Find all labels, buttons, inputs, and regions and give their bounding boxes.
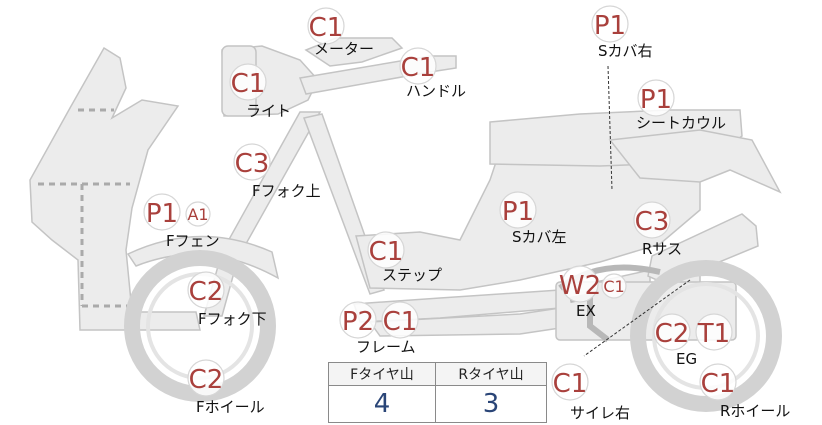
callout-handle: C1 ハンドル xyxy=(399,47,466,100)
label-rsus: Rサス xyxy=(642,240,682,258)
value-rear-tire: 3 xyxy=(435,385,547,423)
grade-rsus: C3 xyxy=(635,207,670,237)
label-ffender: Fフェン xyxy=(166,232,220,250)
grade-fwheel: C2 xyxy=(189,365,224,395)
label-ffork-lower: Fフォク下 xyxy=(198,310,267,328)
grade-meter: C1 xyxy=(309,13,344,43)
grade-frame-1: P2 xyxy=(342,307,374,337)
grade-ex-1: W2 xyxy=(559,271,601,301)
value-front-tire: 4 xyxy=(328,385,436,423)
label-fwheel: Fホイール xyxy=(196,398,265,416)
callout-rsus: C3 Rサス xyxy=(633,201,682,258)
label-rwheel: Rホイール xyxy=(720,402,790,420)
seat-cowl xyxy=(608,129,782,194)
label-seat-cowl: シートカウル xyxy=(636,114,726,132)
callout-ex: W2 C1 EX xyxy=(559,265,627,320)
grade-scover-right: P1 xyxy=(594,11,626,41)
grade-seat-cowl: P1 xyxy=(640,85,672,115)
header-front-tire: Fタイヤ山 xyxy=(328,362,436,386)
label-ffork-upper: Fフォク上 xyxy=(252,182,321,200)
callout-step: C1 ステップ xyxy=(367,231,442,284)
callout-ffork-lower: C2 Fフォク下 xyxy=(187,271,267,328)
callout-eg: C2 T1 EG xyxy=(653,313,733,368)
callout-meter: C1 メーター xyxy=(307,7,374,58)
leg-shield xyxy=(29,46,201,331)
leader-line-scover xyxy=(607,65,613,191)
callout-fwheel: C2 Fホイール xyxy=(187,359,265,416)
grade-ffender-2: A1 xyxy=(187,205,208,224)
grade-ffork-lower: C2 xyxy=(189,277,224,307)
rear-wheel xyxy=(630,260,782,412)
label-step: ステップ xyxy=(382,266,442,284)
grade-ffender-1: P1 xyxy=(146,199,178,229)
callout-scover-right: P1 Sカバ右 xyxy=(591,5,653,60)
callout-scover-left: P1 Sカバ左 xyxy=(499,191,567,246)
label-meter: メーター xyxy=(314,40,374,58)
label-handle: ハンドル xyxy=(406,82,466,100)
callout-rwheel: C1 Rホイール xyxy=(699,363,790,420)
callout-silencer-right: C1 サイレ右 xyxy=(551,363,630,422)
label-light: ライト xyxy=(246,102,291,120)
callout-light: C1 ライト xyxy=(229,63,291,120)
label-silencer-right: サイレ右 xyxy=(570,404,630,422)
grade-step: C1 xyxy=(369,237,404,267)
grade-eg-2: T1 xyxy=(697,319,730,349)
grade-eg-1: C2 xyxy=(655,319,690,349)
callout-ffork-upper: C3 Fフォク上 xyxy=(233,143,321,200)
grade-frame-2: C1 xyxy=(383,307,418,337)
leg-shield-seam xyxy=(38,108,130,308)
label-ex: EX xyxy=(576,302,596,320)
callout-frame: P2 C1 フレーム xyxy=(339,301,419,356)
grade-light: C1 xyxy=(231,69,266,99)
label-scover-right: Sカバ右 xyxy=(598,42,653,60)
header-rear-tire: Rタイヤ山 xyxy=(435,362,547,386)
callout-ffender: P1 A1 Fフェン xyxy=(143,193,220,250)
grade-handle: C1 xyxy=(401,53,436,83)
label-eg: EG xyxy=(676,350,697,368)
grade-ex-2: C1 xyxy=(603,277,624,296)
tire-tread-table: Fタイヤ山 Rタイヤ山 4 3 xyxy=(328,362,547,423)
grade-silencer-right: C1 xyxy=(553,369,588,399)
callout-seat-cowl: P1 シートカウル xyxy=(636,79,726,132)
label-frame: フレーム xyxy=(356,338,416,356)
grade-ffork-upper: C3 xyxy=(235,149,270,179)
leader-line-silencer xyxy=(583,279,691,357)
grade-rwheel: C1 xyxy=(701,369,736,399)
grade-scover-left: P1 xyxy=(502,197,534,227)
label-scover-left: Sカバ左 xyxy=(512,228,567,246)
